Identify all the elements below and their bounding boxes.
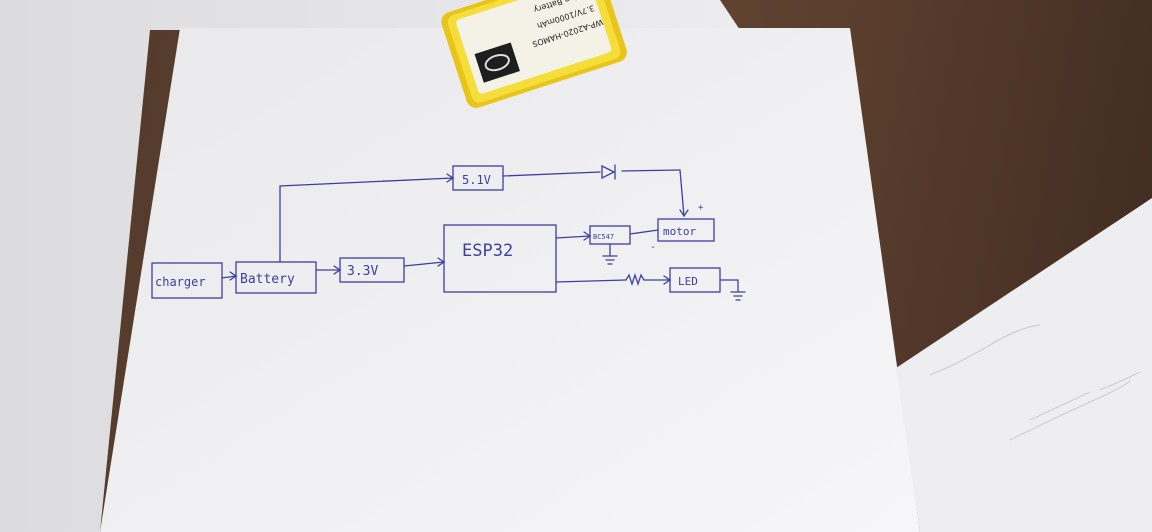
main-sheet: [100, 28, 920, 532]
right-sheet: [896, 198, 1152, 532]
label-charger: charger: [155, 275, 206, 289]
label-led: LED: [678, 275, 698, 288]
resistor-icon: [625, 272, 645, 287]
battery-logo-icon: [474, 42, 520, 83]
label-motor: motor: [663, 225, 696, 238]
box-esp32: [443, 224, 557, 293]
back-sheet: [0, 0, 740, 532]
box-charger: [151, 262, 223, 299]
faint-scribbles: [929, 324, 1141, 441]
lithium-battery: Li-ion Battery 3.7V/1000mAh WP-A2020-HAM…: [441, 0, 627, 108]
label-5v: 5.1V: [462, 173, 491, 187]
label-battery: Battery: [240, 272, 295, 287]
label-3v3: 3.3V: [347, 264, 378, 279]
label-driver: BC547: [593, 233, 614, 241]
label-minus: -: [650, 242, 656, 253]
box-battery: [235, 261, 317, 294]
diode-icon: [601, 164, 616, 180]
label-esp32: ESP32: [462, 241, 513, 261]
label-plus: +: [698, 203, 704, 213]
